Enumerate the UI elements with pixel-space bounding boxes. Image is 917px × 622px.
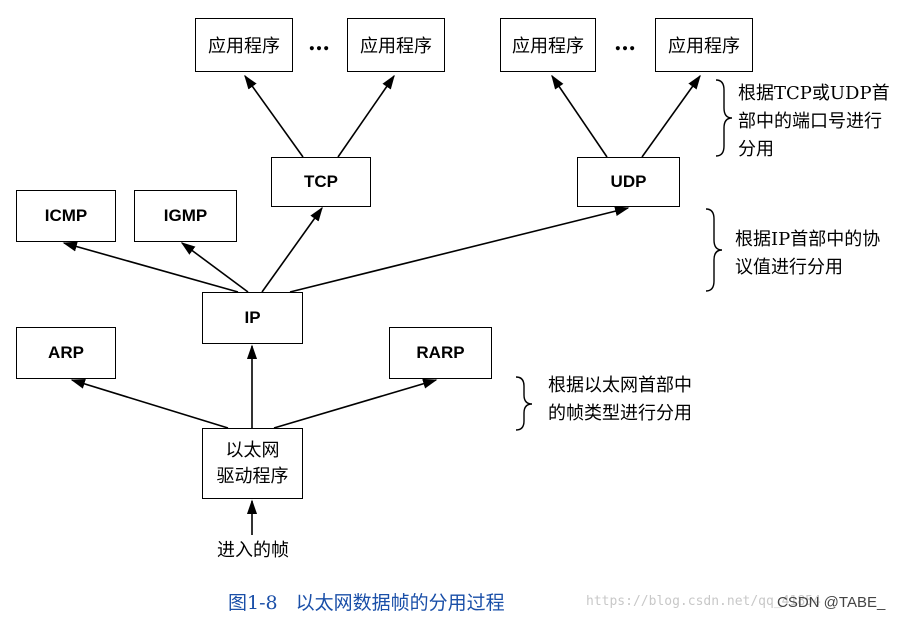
arrow-udp-app3 <box>551 74 608 158</box>
tcp-box: TCP <box>271 157 371 207</box>
igmp-box: IGMP <box>134 190 237 242</box>
icmp-box: ICMP <box>16 190 116 242</box>
note-line: 的帧类型进行分用 <box>548 403 692 424</box>
udp-box: UDP <box>577 157 680 207</box>
rarp-label: RARP <box>416 343 465 362</box>
arrow-drv-arp <box>70 378 229 429</box>
app-box-2: 应用程序 <box>347 18 445 72</box>
arrow-drv-rarp <box>273 378 438 429</box>
note-ip-demux: 根据IP首部中的协 议值进行分用 <box>735 226 880 282</box>
note-line: 根据TCP或UDP首 <box>738 83 890 104</box>
note-line: 分用 <box>738 139 774 160</box>
app-label: 应用程序 <box>668 36 740 57</box>
arrow-tcp-app1 <box>244 74 304 158</box>
watermark-brand: CSDN @TABE_ <box>777 594 886 611</box>
app-box-3: 应用程序 <box>500 18 596 72</box>
note-port-demux: 根据TCP或UDP首 部中的端口号进行 分用 <box>738 80 890 164</box>
arrow-tcp-app2 <box>337 74 395 158</box>
arrow-ip-tcp <box>261 206 323 293</box>
incoming-frame-label: 进入的帧 <box>217 540 289 561</box>
arp-box: ARP <box>16 327 116 379</box>
app-label: 应用程序 <box>208 36 280 57</box>
tcp-label: TCP <box>304 172 338 191</box>
arrow-ip-igmp <box>180 242 249 293</box>
brace-port-icon <box>715 79 733 157</box>
arrow-ip-icmp <box>62 241 239 293</box>
note-frame-demux: 根据以太网首部中 的帧类型进行分用 <box>548 372 692 428</box>
driver-line-1: 以太网 <box>225 439 280 461</box>
ip-box: IP <box>202 292 303 344</box>
brace-ip-icon <box>705 208 723 292</box>
udp-label: UDP <box>610 172 647 191</box>
app-box-4: 应用程序 <box>655 18 753 72</box>
arp-label: ARP <box>48 343 84 362</box>
rarp-box: RARP <box>389 327 492 379</box>
ellipsis-icon: … <box>614 30 637 56</box>
ellipsis-icon: … <box>308 30 331 56</box>
ip-label: IP <box>244 308 261 327</box>
note-line: 根据IP首部中的协 <box>735 229 881 250</box>
arrow-udp-app4 <box>641 74 701 158</box>
brace-frame-icon <box>515 376 533 431</box>
figure-title: 以太网数据帧的分用过程 <box>295 592 505 614</box>
app-box-1: 应用程序 <box>195 18 293 72</box>
watermark-url: https://blog.csdn.net/qq_41854 <box>586 594 821 609</box>
figure-number: 图1-8 <box>228 592 278 614</box>
note-line: 部中的端口号进行 <box>738 111 882 132</box>
ethernet-driver-box: 以太网 驱动程序 <box>202 428 303 499</box>
driver-line-2: 驱动程序 <box>216 465 289 487</box>
icmp-label: ICMP <box>44 206 88 225</box>
arrow-ip-udp <box>289 206 630 293</box>
note-line: 根据以太网首部中 <box>548 375 692 396</box>
note-line: 议值进行分用 <box>735 257 843 278</box>
figure-caption: 图1-8 以太网数据帧的分用过程 <box>228 588 523 615</box>
app-label: 应用程序 <box>512 36 584 57</box>
app-label: 应用程序 <box>360 36 432 57</box>
igmp-label: IGMP <box>163 206 208 225</box>
